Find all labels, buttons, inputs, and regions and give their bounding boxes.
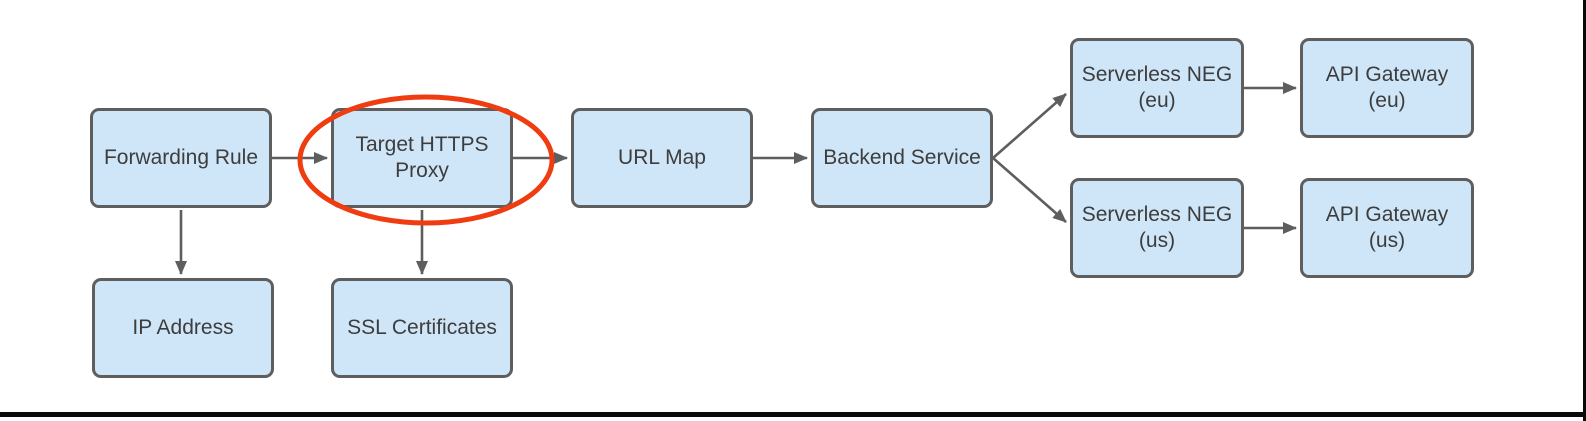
node-forwarding-rule: Forwarding Rule <box>90 108 272 208</box>
node-label: Serverless NEG (eu) <box>1081 63 1233 112</box>
node-label: Serverless NEG (us) <box>1081 203 1233 252</box>
right-border-line <box>1583 0 1586 421</box>
node-ssl-certificates: SSL Certificates <box>331 278 513 378</box>
node-target-https-proxy: Target HTTPS Proxy <box>331 108 513 208</box>
node-label: API Gateway (us) <box>1325 203 1449 252</box>
node-backend-service: Backend Service <box>811 108 993 208</box>
node-label: Forwarding Rule <box>103 146 259 169</box>
node-label: SSL Certificates <box>347 316 497 339</box>
node-label: URL Map <box>618 146 706 169</box>
edge-backend-service-to-serverless-neg-eu <box>992 93 1067 159</box>
node-serverless-neg-eu: Serverless NEG (eu) <box>1070 38 1244 138</box>
node-api-gateway-us: API Gateway (us) <box>1300 178 1474 278</box>
node-label: IP Address <box>132 316 234 339</box>
node-label: Target HTTPS Proxy <box>355 133 489 182</box>
node-api-gateway-eu: API Gateway (eu) <box>1300 38 1474 138</box>
node-url-map: URL Map <box>571 108 753 208</box>
bottom-border-line <box>0 412 1586 417</box>
edge-backend-service-to-serverless-neg-us <box>992 157 1067 223</box>
node-label: Backend Service <box>823 146 981 169</box>
node-ip-address: IP Address <box>92 278 274 378</box>
node-label: API Gateway (eu) <box>1325 63 1449 112</box>
node-serverless-neg-us: Serverless NEG (us) <box>1070 178 1244 278</box>
